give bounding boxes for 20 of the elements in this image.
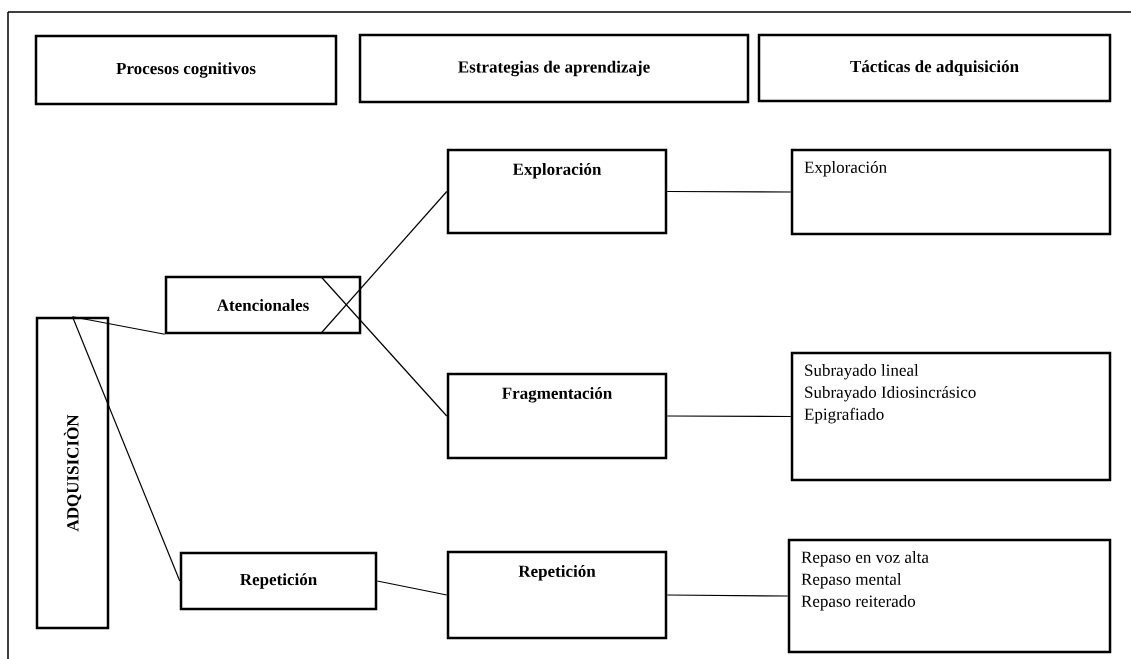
tactics-box: Repaso en voz alta Repaso mental Repaso reiterado xyxy=(787,538,1112,654)
header-box: Estrategias de aprendizaje xyxy=(358,33,750,104)
connector-line xyxy=(320,190,448,334)
connector-line xyxy=(666,594,789,597)
strategy-box: Repetición xyxy=(446,550,668,640)
connector-line xyxy=(71,316,166,335)
process-box: Repetición xyxy=(179,551,378,611)
category-box: ADQUISICIÒN xyxy=(35,316,110,630)
tactics-box: Exploración xyxy=(790,148,1112,236)
process-box: Atencionales xyxy=(164,275,362,335)
header-box: Tácticas de adquisición xyxy=(757,33,1112,103)
connector-line xyxy=(666,415,792,418)
strategy-box: Exploración xyxy=(446,148,668,235)
tactics-box: Subrayado lineal Subrayado Idiosincrásico Epigrafiado xyxy=(790,351,1112,482)
header-box: Procesos cognitivos xyxy=(34,34,338,106)
connector-line xyxy=(376,580,448,596)
connector-line xyxy=(320,276,448,417)
strategy-box: Fragmentación xyxy=(446,372,668,460)
connector-line xyxy=(71,316,181,582)
connector-line xyxy=(666,190,792,193)
